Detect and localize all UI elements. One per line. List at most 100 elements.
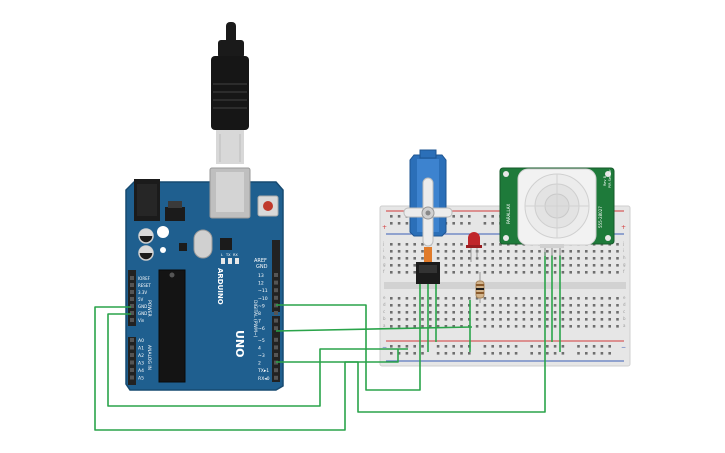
- breadboard-hole: [538, 345, 541, 348]
- breadboard-hole: [553, 257, 557, 260]
- breadboard-hole: [616, 304, 619, 307]
- breadboard-hole: [421, 257, 424, 260]
- breadboard-hole: [499, 304, 502, 307]
- red-led[interactable]: [466, 232, 482, 262]
- breadboard-hole: [452, 345, 455, 348]
- breadboard-hole: [585, 304, 588, 307]
- digital-pin-label: RX◂0: [258, 376, 270, 382]
- breadboard-hole: [436, 297, 440, 300]
- breadboard-hole: [413, 297, 416, 300]
- digital-pin-label: ~3: [258, 353, 265, 359]
- breadboard-hole: [483, 243, 487, 246]
- breadboard-hole: [522, 271, 526, 274]
- rail-plus-top-right: +: [621, 224, 626, 231]
- breadboard-hole: [452, 304, 455, 307]
- pir-sensor[interactable]: [499, 167, 615, 256]
- digital-pin-label: ~11: [258, 288, 268, 294]
- breadboard-hole: [608, 345, 611, 348]
- breadboard-hole: [452, 318, 455, 321]
- breadboard-hole: [561, 250, 565, 253]
- breadboard-hole: [452, 271, 455, 274]
- analog-pin-socket: [130, 338, 134, 342]
- breadboard-hole: [436, 250, 440, 253]
- breadboard-hole: [585, 271, 588, 274]
- power-pin-label: Vin: [138, 318, 145, 323]
- breadboard-hole: [390, 304, 393, 307]
- breadboard-hole: [421, 345, 424, 348]
- breadboard-hole: [530, 257, 533, 260]
- breadboard-hole: [577, 250, 580, 253]
- breadboard-hole: [405, 250, 409, 253]
- breadboard-hole: [483, 250, 487, 253]
- breadboard-hole: [444, 257, 448, 260]
- breadboard-hole: [577, 325, 580, 328]
- breadboard-hole: [600, 257, 604, 260]
- breadboard-hole: [468, 297, 471, 300]
- breadboard-hole: [561, 271, 565, 274]
- breadboard-hole: [452, 250, 455, 253]
- breadboard-hole: [452, 297, 455, 300]
- breadboard-hole: [530, 318, 533, 321]
- breadboard-hole: [538, 250, 541, 253]
- breadboard-hole: [514, 311, 518, 314]
- servo-motor[interactable]: [403, 149, 453, 284]
- breadboard-hole: [585, 318, 588, 321]
- breadboard-hole: [522, 264, 526, 267]
- breadboard-hole: [546, 257, 549, 260]
- breadboard-hole: [499, 318, 502, 321]
- breadboard-hole: [429, 325, 432, 328]
- breadboard-hole: [405, 304, 409, 307]
- breadboard-hole: [397, 264, 401, 267]
- breadboard-hole: [608, 271, 611, 274]
- breadboard-hole: [507, 311, 510, 314]
- breadboard-hole: [608, 352, 611, 355]
- breadboard-hole: [530, 264, 533, 267]
- pir-vendor-label: PARALLAX: [506, 203, 511, 224]
- breadboard-hole: [413, 250, 416, 253]
- breadboard-hole: [483, 345, 487, 348]
- breadboard-hole: [585, 352, 588, 355]
- breadboard-hole: [397, 304, 401, 307]
- breadboard-hole: [405, 311, 409, 314]
- breadboard-hole: [413, 264, 416, 267]
- breadboard-hole: [429, 297, 432, 300]
- arduino-uno-board[interactable]: [125, 167, 284, 391]
- breadboard-hole: [491, 243, 494, 246]
- breadboard-hole: [538, 264, 541, 267]
- breadboard-hole: [585, 325, 588, 328]
- breadboard-hole: [499, 243, 502, 246]
- breadboard-hole: [460, 215, 463, 218]
- analog-pin-socket: [130, 368, 134, 372]
- breadboard-hole: [491, 222, 494, 225]
- breadboard-hole: [608, 257, 611, 260]
- breadboard-hole: [444, 297, 448, 300]
- breadboard-hole: [530, 250, 533, 253]
- breadboard-hole: [452, 222, 455, 225]
- resistor[interactable]: [475, 272, 485, 303]
- breadboard-hole: [436, 325, 440, 328]
- breadboard-hole: [436, 318, 440, 321]
- breadboard-hole: [608, 311, 611, 314]
- breadboard-hole: [522, 250, 526, 253]
- breadboard-hole: [436, 311, 440, 314]
- breadboard-hole: [577, 271, 580, 274]
- breadboard-hole: [460, 243, 463, 246]
- breadboard-hole: [569, 325, 572, 328]
- breadboard-hole: [499, 271, 502, 274]
- breadboard-hole: [444, 352, 448, 355]
- breadboard-hole: [421, 318, 424, 321]
- breadboard-hole: [460, 271, 463, 274]
- breadboard-hole: [561, 297, 565, 300]
- breadboard-hole: [514, 250, 518, 253]
- power-pin-socket: [130, 290, 134, 294]
- breadboard-hole: [460, 222, 463, 225]
- breadboard-hole: [592, 318, 596, 321]
- breadboard-hole: [600, 250, 604, 253]
- breadboard-hole: [483, 352, 487, 355]
- breadboard-hole: [507, 318, 510, 321]
- digital-pin-socket: [274, 295, 278, 300]
- breadboard-hole: [507, 304, 510, 307]
- breadboard-hole: [530, 311, 533, 314]
- breadboard-hole: [444, 325, 448, 328]
- breadboard-hole: [444, 318, 448, 321]
